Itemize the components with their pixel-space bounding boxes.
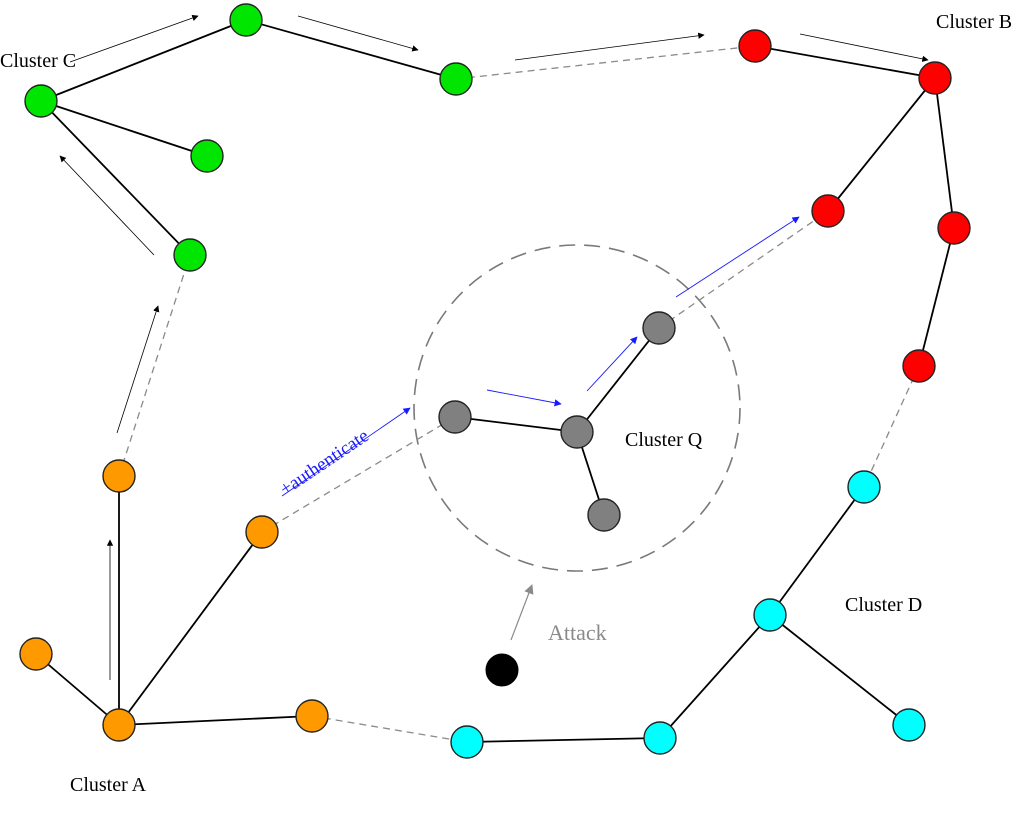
cluster-a-node: [295, 699, 329, 733]
cluster-c-node: [229, 3, 263, 37]
cluster-d-node: [753, 598, 787, 632]
auth-arrow: [675, 216, 800, 298]
cluster-q-nodes: [438, 311, 676, 532]
flow-arrow: [297, 15, 419, 52]
cluster-d-node: [643, 721, 677, 755]
cluster-d-node: [450, 725, 484, 759]
cluster-a-node: [102, 708, 136, 742]
cluster-c-node: [190, 139, 224, 173]
cluster-b-node: [738, 29, 772, 63]
flow-arrow: [116, 305, 160, 434]
cluster-q-node: [587, 498, 621, 532]
inter-cluster-links: [118, 45, 920, 743]
cluster-a-edges: [35, 476, 313, 726]
auth-arrows: [281, 216, 800, 497]
cluster-b-label: Cluster B: [936, 11, 1012, 33]
cluster-q-node: [642, 311, 676, 345]
cluster-b-nodes: [738, 29, 971, 383]
cluster-b-node: [918, 61, 952, 95]
cluster-d-nodes: [450, 470, 926, 759]
cluster-c-edges: [40, 19, 457, 256]
cluster-c-nodes: [24, 3, 473, 272]
cluster-d-node: [847, 470, 881, 504]
cluster-a-node: [102, 459, 136, 493]
attack-label: Attack: [548, 620, 607, 645]
cluster-d-label: Cluster D: [845, 594, 922, 616]
cluster-q-edges: [454, 327, 660, 516]
cluster-a-nodes: [19, 459, 329, 742]
cluster-b-node: [902, 349, 936, 383]
cluster-a-label: Cluster A: [70, 774, 147, 796]
cluster-b-node: [937, 211, 971, 245]
attacker-node: [485, 653, 519, 687]
flow-arrow: [69, 14, 199, 63]
cluster-a-node: [19, 637, 53, 671]
flow-arrow: [59, 155, 155, 256]
auth-arrow: [586, 336, 638, 392]
cluster-a-node: [245, 515, 279, 549]
cluster-d-node: [892, 708, 926, 742]
cluster-q-boundary: [413, 244, 741, 572]
cluster-b-node: [811, 194, 845, 228]
cluster-d-edges: [466, 486, 910, 743]
cluster-q-label: Cluster Q: [625, 429, 703, 451]
attack-arrow: [510, 584, 534, 641]
auth-arrow: [486, 389, 562, 407]
authenticate-label: +authenticate: [276, 425, 373, 500]
cluster-q-node: [438, 400, 472, 434]
cluster-c-node: [24, 84, 58, 118]
flow-arrow: [799, 33, 929, 62]
flow-arrows: [59, 14, 929, 680]
cluster-c-node: [173, 238, 207, 272]
flow-arrow: [514, 32, 705, 61]
cluster-c-label: Cluster C: [0, 50, 76, 72]
cluster-q-node: [560, 415, 594, 449]
cluster-c-node: [439, 62, 473, 96]
auth-arrow: [281, 407, 411, 497]
cluster-b-edges: [754, 45, 955, 367]
